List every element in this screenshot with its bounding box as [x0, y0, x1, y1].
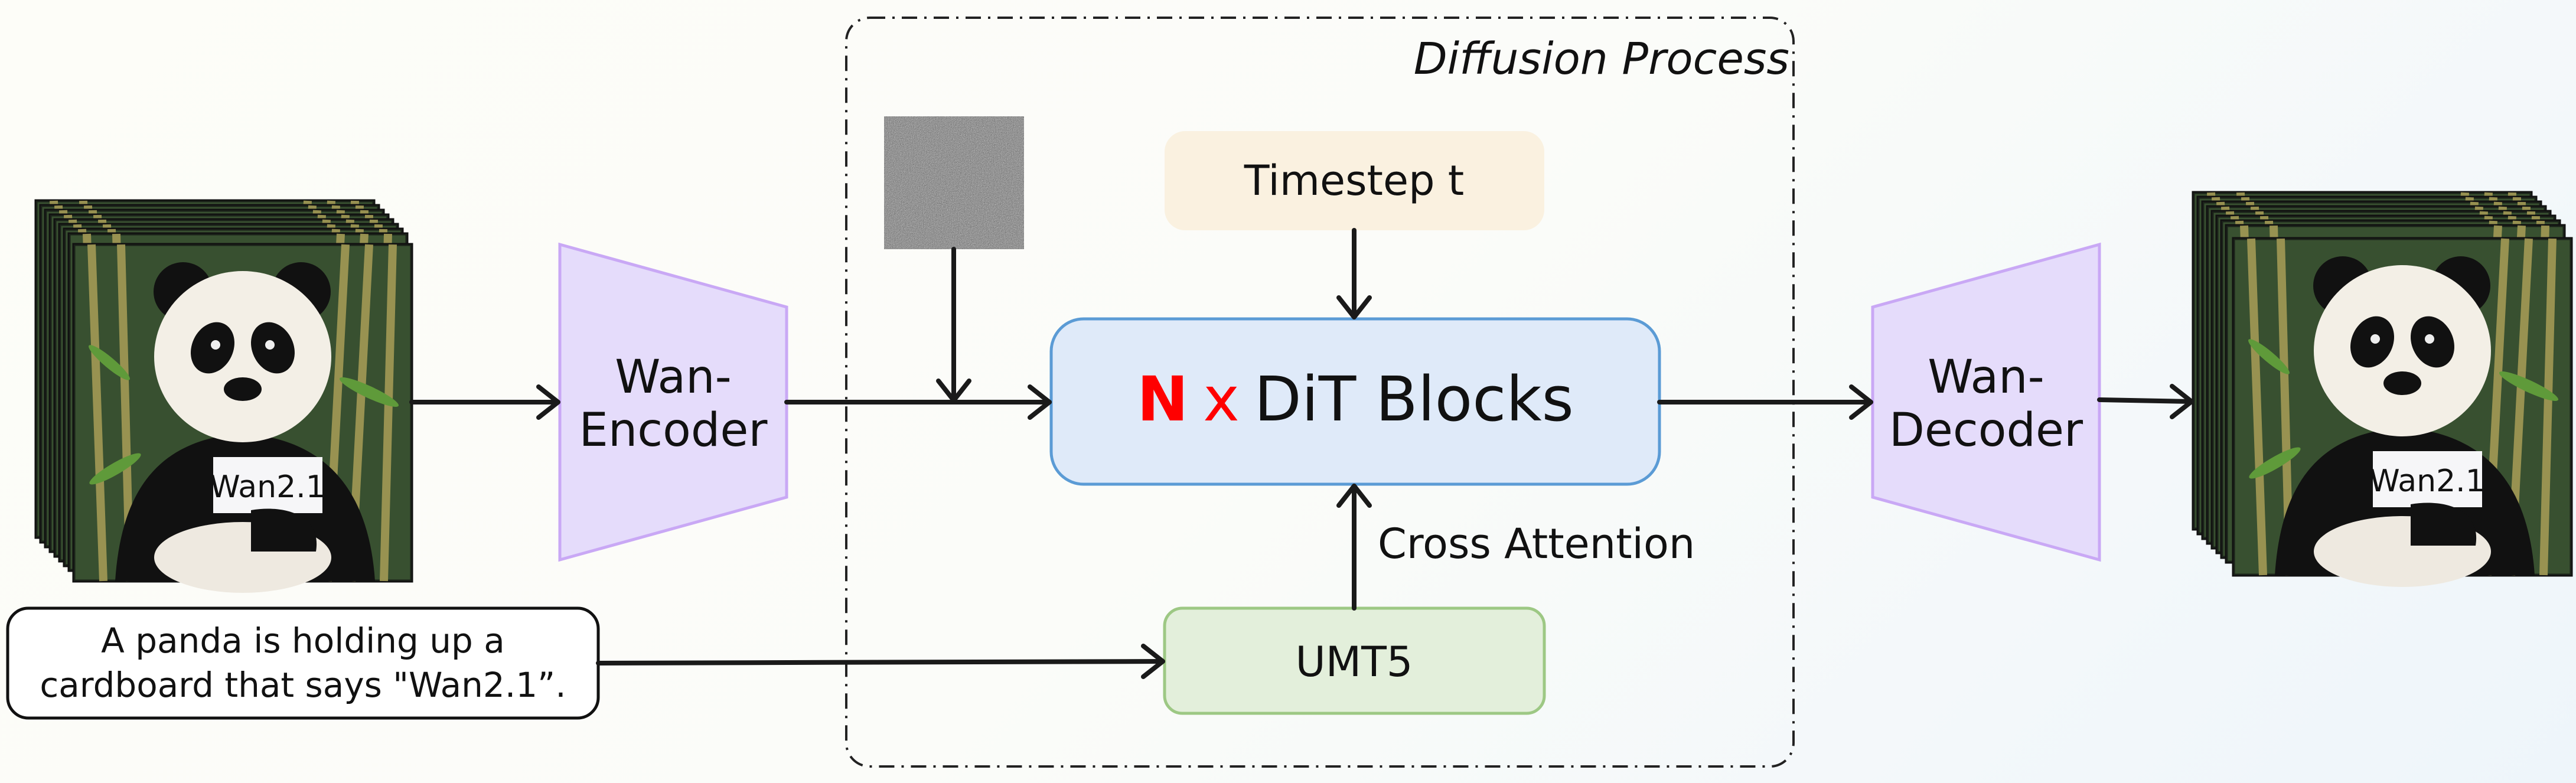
- arrow-dit-to-decoder: [1657, 384, 1873, 420]
- encoder-label-line2: Encoder: [579, 404, 768, 457]
- diffusion-process-region: [845, 17, 1795, 768]
- dit-multiplier: N: [1137, 363, 1188, 435]
- arrow-timestep-to-dit: [1336, 228, 1372, 319]
- arrow-decoder-to-video: [2097, 384, 2194, 419]
- wan-decoder-block: [1871, 242, 2101, 562]
- dit-blocks-text: DiT Blocks: [1254, 363, 1574, 435]
- noise-texture: [884, 116, 1024, 249]
- arrow-prompt-to-umt5: [596, 644, 1165, 679]
- timestep-box: [1165, 131, 1544, 230]
- output-video-stack: Wan2.1: [2193, 193, 2571, 587]
- diffusion-process-title: Diffusion Process: [1414, 34, 1789, 84]
- umt5-label: UMT5: [1296, 638, 1413, 686]
- decoder-label-line2: Decoder: [1889, 404, 2083, 457]
- arrow-noise-to-latent: [936, 247, 971, 403]
- dit-times: x: [1203, 363, 1240, 435]
- timestep-label: Timestep t: [1244, 156, 1464, 205]
- arrow-encoder-to-dit: [784, 384, 1052, 420]
- output-sign-text: Wan2.1: [2369, 464, 2485, 499]
- wan-encoder-block: [558, 242, 788, 562]
- encoder-label-line1: Wan-: [615, 351, 732, 404]
- decoder-label-line1: Wan-: [1928, 351, 2045, 404]
- cross-attention-label: Cross Attention: [1378, 520, 1695, 568]
- arrow-umt5-to-dit: [1336, 484, 1372, 611]
- input-video-stack: Wan2.1: [36, 201, 412, 593]
- prompt-line1: A panda is holding up a: [101, 621, 505, 661]
- prompt-line2: cardboard that says "Wan2.1”.: [40, 665, 566, 705]
- input-sign-text: Wan2.1: [210, 469, 325, 505]
- arrow-video-to-encoder: [409, 384, 560, 420]
